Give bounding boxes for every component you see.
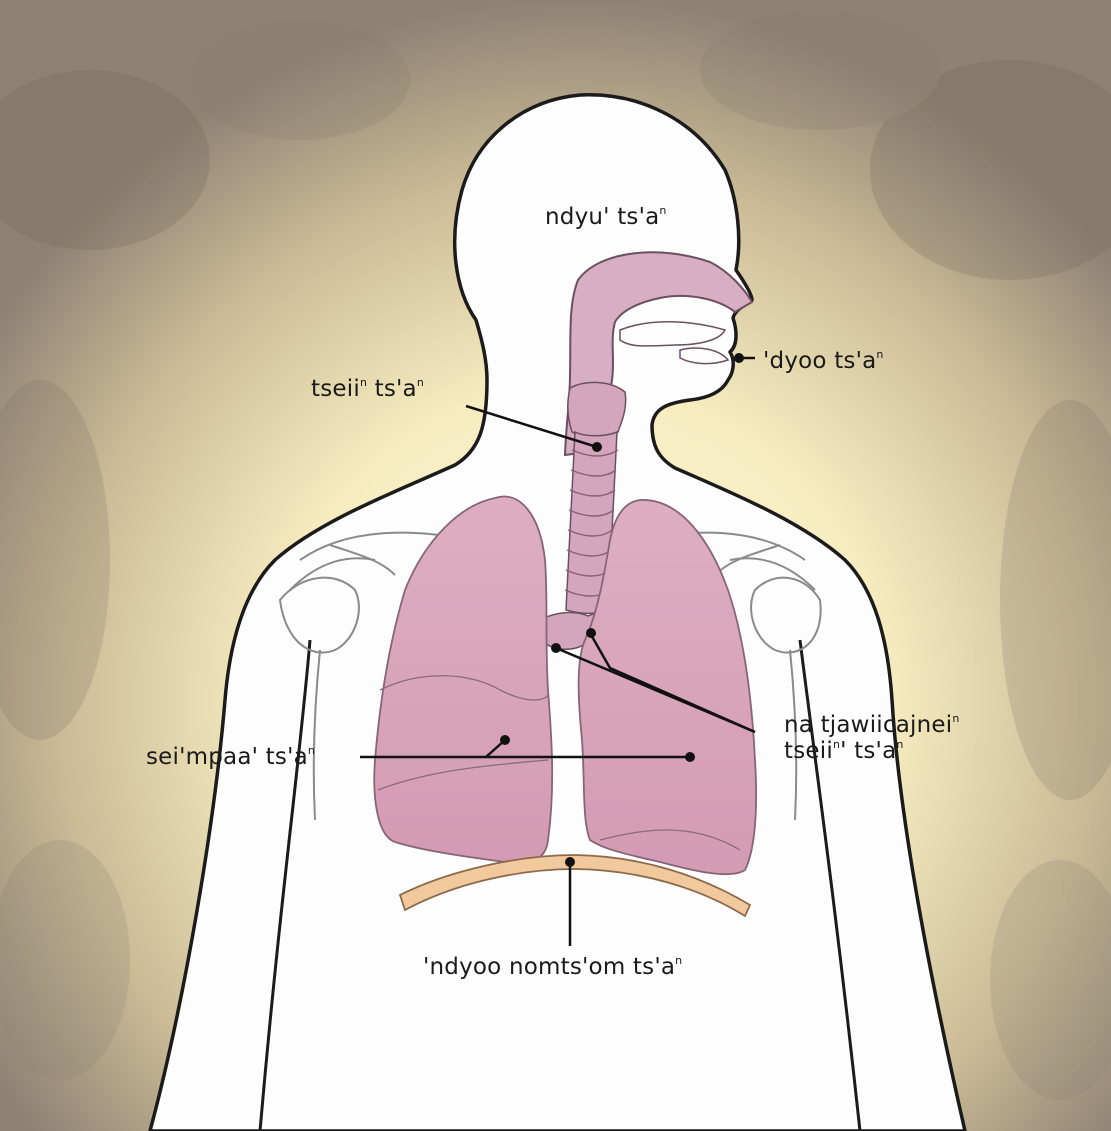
bronchi-label-line2-sup2: n [896,738,903,751]
throat-label-rest: ts'a [367,376,417,402]
nose-label-text: ndyu' ts'a [545,204,659,230]
lungs-label-sup: n [308,744,315,757]
mouth-label: 'dyoo ts'an [763,348,884,374]
bronchi-label: na tjawiicajnein tseiin' ts'an [784,712,960,765]
throat-label-sup2: n [417,376,424,389]
throat-dot [592,442,602,452]
left-lung-dot [500,735,510,745]
diaphragm-label-sup: n [675,954,682,967]
bronchi-label-line2-rest: ' ts'a [840,738,896,764]
larynx [568,382,626,438]
mouth-dot [734,353,744,363]
lungs-label-text: sei'mpaa' ts'a [146,744,308,770]
diaphragm-dot [565,857,575,867]
bronchi-label-line2-base: tseii [784,738,833,764]
bronchi-dot-right [586,628,596,638]
mouth-label-sup: n [876,348,883,361]
diaphragm-label: 'ndyoo nomts'om ts'an [423,954,682,980]
nose-label: ndyu' ts'an [545,204,667,230]
throat-label: tseiin ts'an [311,376,424,402]
bronchi-label-line2: tseiin' ts'an [784,738,960,764]
bronchi-dot-left [551,643,561,653]
bronchi-label-line1-text: na tjawiicajnei [784,712,952,738]
nose-label-sup: n [659,204,666,217]
right-lung-dot [685,752,695,762]
lungs-label: sei'mpaa' ts'an [146,744,315,770]
bronchi-label-line1-sup: n [952,712,959,725]
bronchi-label-line1: na tjawiicajnein [784,712,960,738]
diaphragm-label-text: 'ndyoo nomts'om ts'a [423,954,675,980]
mouth-label-text: 'dyoo ts'a [763,348,876,374]
throat-label-base: tseii [311,376,360,402]
